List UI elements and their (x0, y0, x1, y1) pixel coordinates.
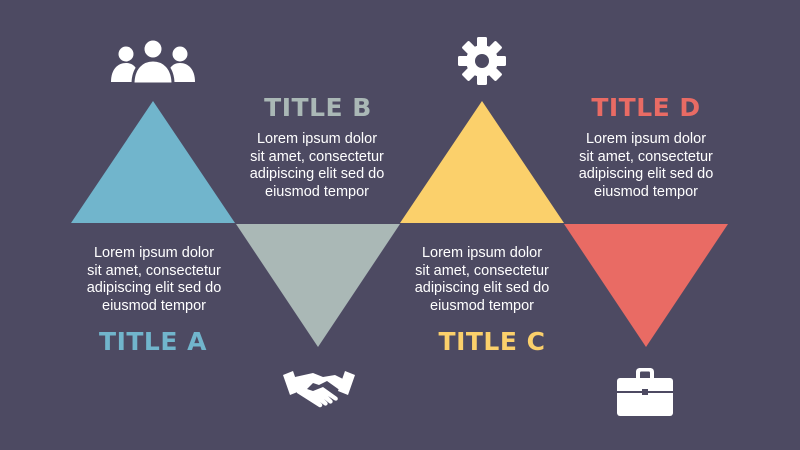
handshake-icon (283, 371, 355, 408)
title-d: TITLE D (591, 93, 701, 122)
description-b-line: sit amet, consectetur (250, 148, 384, 165)
people-group-icon (111, 38, 195, 84)
title-a: TITLE A (99, 327, 207, 356)
gear-icon (458, 37, 506, 85)
description-c-line: sit amet, consectetur (415, 262, 549, 279)
description-c-line: adipiscing elit sed do (414, 280, 550, 296)
title-c: TITLE C (438, 327, 546, 356)
description-c-line: Lorem ipsum dolor (421, 245, 543, 261)
triangle-b (236, 224, 400, 347)
description-a-line: eiusmod tempor (102, 297, 206, 314)
description-b-line: adipiscing elit sed do (249, 166, 385, 182)
description-c: Lorem ipsum dolor sit amet, consectetur … (382, 245, 582, 315)
description-b-line: eiusmod tempor (265, 183, 369, 200)
description-a-line: sit amet, consectetur (87, 262, 221, 279)
briefcase-icon (617, 368, 673, 416)
triangle-d (564, 224, 728, 347)
description-d-line: Lorem ipsum dolor (585, 131, 707, 147)
triangle-a (71, 101, 235, 223)
description-a-line: Lorem ipsum dolor (93, 245, 215, 261)
description-d: Lorem ipsum dolor sit amet, consectetur … (546, 131, 746, 201)
description-a: Lorem ipsum dolor sit amet, consectetur … (54, 245, 254, 315)
description-b: Lorem ipsum dolor sit amet, consectetur … (217, 131, 417, 201)
description-d-line: eiusmod tempor (594, 183, 698, 200)
description-d-line: adipiscing elit sed do (578, 166, 714, 182)
description-a-line: adipiscing elit sed do (86, 280, 222, 296)
triangle-c (400, 101, 564, 223)
description-c-line: eiusmod tempor (430, 297, 534, 314)
description-d-line: sit amet, consectetur (579, 148, 713, 165)
description-b-line: Lorem ipsum dolor (256, 131, 378, 147)
title-b: TITLE B (264, 93, 372, 122)
